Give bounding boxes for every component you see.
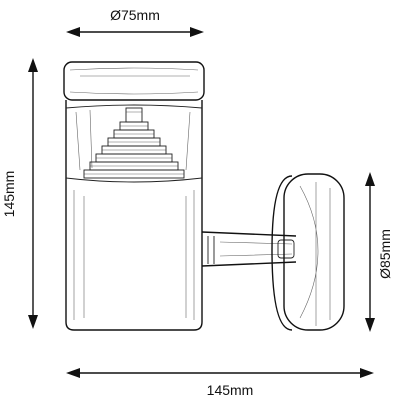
height-dimension: 145mm — [1, 58, 38, 329]
top-diameter-label: Ø75mm — [110, 7, 160, 23]
led-pyramid — [83, 107, 185, 179]
base-diameter-dimension: Ø85mm — [365, 172, 393, 332]
wall-mount-disc — [271, 173, 345, 331]
depth-label: 145mm — [207, 382, 254, 398]
height-label: 145mm — [1, 171, 17, 218]
depth-dimension: 145mm — [66, 368, 374, 398]
connecting-arm — [201, 231, 297, 267]
top-diameter-dimension: Ø75mm — [66, 7, 204, 37]
lamp-cylinder — [63, 61, 205, 331]
base-diameter-label: Ø85mm — [377, 229, 393, 279]
